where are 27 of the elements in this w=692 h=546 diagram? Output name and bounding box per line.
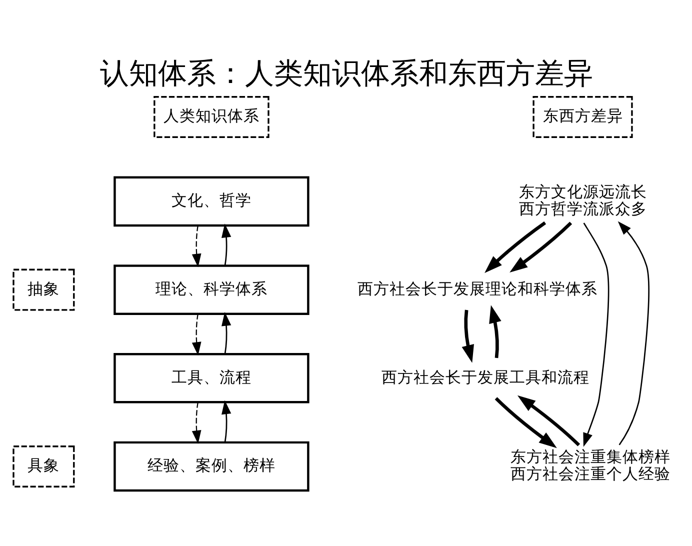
- arrow: [516, 395, 580, 446]
- node-box: 工具、流程: [113, 352, 309, 404]
- node-text: 东方社会注重集体榜样 西方社会注重个人经验: [510, 447, 670, 484]
- arrow: [191, 314, 201, 356]
- arrow: [509, 222, 572, 273]
- arrow: [461, 310, 474, 363]
- node-box: 抽象: [12, 268, 74, 311]
- node-box: 文化、哲学: [113, 176, 309, 227]
- node-box: 具象: [12, 446, 74, 488]
- arrow: [191, 402, 201, 444]
- diagram-title: 认知体系：人类知识体系和东西方差异: [100, 56, 592, 90]
- arrow: [617, 221, 649, 446]
- arrow: [221, 312, 231, 354]
- arrow: [582, 222, 609, 447]
- node-box: 东西方差异: [532, 96, 632, 138]
- arrow: [221, 224, 231, 266]
- node-box: 经验、案例、榜样: [113, 441, 309, 492]
- node-text: 西方社会长于发展理论和科学体系: [357, 278, 598, 298]
- arrow: [221, 400, 231, 442]
- arrow: [484, 221, 546, 273]
- node-text: 西方社会长于发展工具和流程: [380, 367, 589, 386]
- arrow: [488, 305, 501, 358]
- node-text: 东方文化源远流长 西方哲学流派众多: [518, 182, 646, 218]
- arrow: [494, 397, 556, 448]
- node-box: 人类知识体系: [153, 96, 269, 138]
- node-box: 理论、科学体系: [113, 264, 309, 315]
- arrow: [191, 226, 201, 268]
